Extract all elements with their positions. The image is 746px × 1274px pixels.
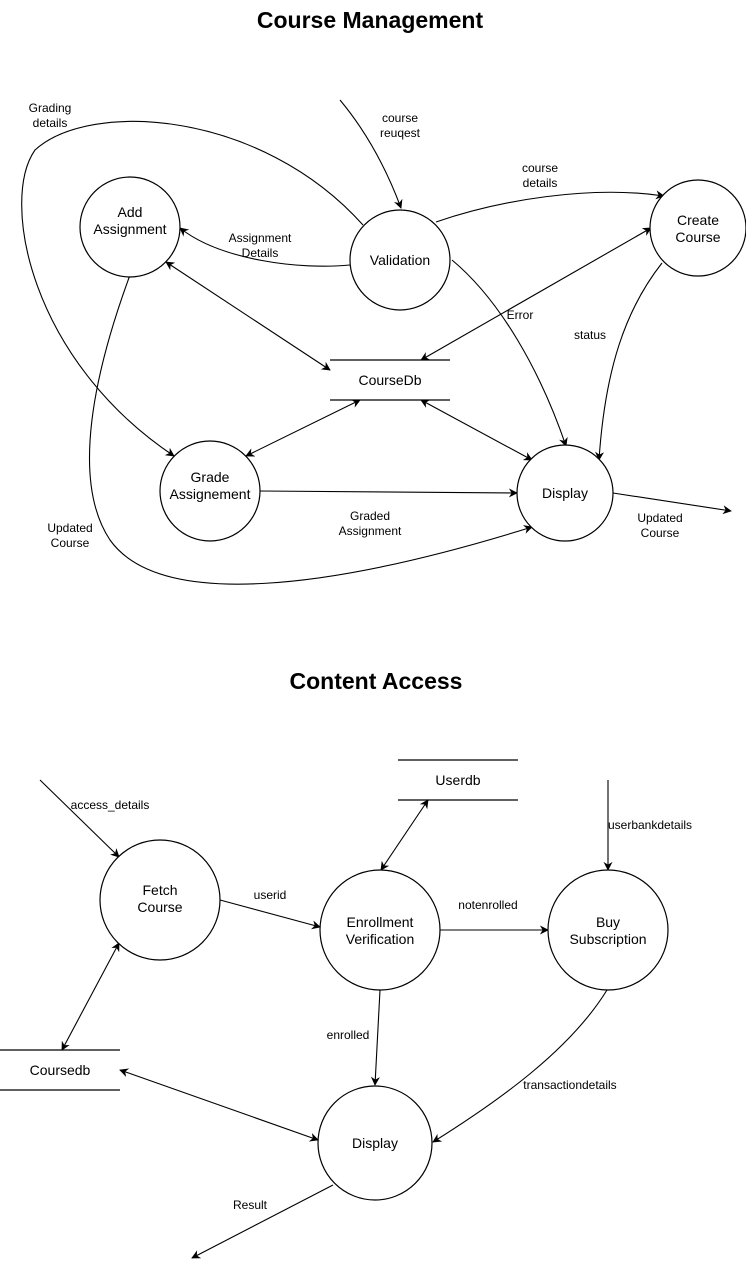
label-updated-course-out: Updated Course	[637, 511, 682, 540]
svg-text:Enrollment: Enrollment	[347, 914, 414, 930]
process-buy-subscription: Buy Subscription	[547, 869, 669, 991]
svg-text:Userdb: Userdb	[435, 772, 480, 788]
label-notenrolled: notenrolled	[458, 898, 517, 912]
process-create-course: Create Course	[649, 179, 746, 277]
flow-coursedb-display	[420, 399, 533, 461]
store-userdb: Userdb	[398, 759, 518, 801]
svg-text:Grade: Grade	[191, 469, 230, 485]
svg-text:Graded: Graded	[350, 509, 390, 523]
flow-grading-details	[21, 120, 364, 457]
flow-updated-course-loop	[88, 274, 533, 585]
svg-text:status: status	[574, 328, 606, 342]
flow-updated-course-out	[612, 492, 732, 515]
flow-status	[595, 262, 663, 461]
process-display-course: Display	[516, 444, 614, 542]
label-course-details: course details	[522, 161, 558, 190]
flow-error	[420, 227, 652, 361]
label-enrolled: enrolled	[327, 1028, 370, 1042]
svg-text:Assignement: Assignement	[170, 486, 251, 502]
svg-text:Validation: Validation	[370, 252, 430, 268]
store-coursedb-content: Coursedb	[0, 1049, 120, 1091]
label-transactiondetails: transactiondetails	[523, 1078, 616, 1092]
process-grade-assignment: Grade Assignement	[159, 440, 261, 542]
svg-text:Verification: Verification	[346, 931, 414, 947]
label-assignment-details: Assignment Details	[229, 231, 292, 260]
svg-text:Coursedb: Coursedb	[30, 1062, 91, 1078]
flow-userid	[219, 899, 321, 930]
flow-transactiondetails	[432, 989, 608, 1143]
process-enrollment-verification: Enrollment Verification	[319, 869, 441, 991]
flow-validation-to-display	[451, 259, 568, 447]
label-error: Error	[507, 308, 534, 322]
label-userbankdetails: userbankdetails	[608, 818, 692, 832]
process-add-assignment: Add Assignment	[79, 176, 181, 278]
svg-text:Updated: Updated	[47, 521, 92, 535]
svg-text:Buy: Buy	[596, 914, 620, 930]
flow-addassignment-coursedb	[165, 261, 331, 371]
svg-text:Fetch: Fetch	[142, 882, 177, 898]
svg-text:Display: Display	[542, 485, 588, 501]
svg-text:Details: Details	[242, 246, 279, 260]
svg-text:Updated: Updated	[637, 511, 682, 525]
flow-enrolled	[370, 989, 381, 1086]
store-coursedb: CourseDb	[330, 359, 450, 401]
flow-fetch-coursedb	[61, 942, 120, 1051]
flow-course-request	[339, 99, 403, 209]
flow-coursedb-grade	[245, 399, 361, 457]
svg-text:course: course	[382, 111, 418, 125]
flow-userdb-enrollment	[380, 799, 429, 871]
label-userid: userid	[254, 888, 287, 902]
svg-text:details: details	[523, 176, 558, 190]
svg-text:reuqest: reuqest	[380, 126, 421, 140]
flow-access-details	[39, 779, 120, 858]
svg-text:Assignment: Assignment	[339, 524, 402, 538]
process-validation: Validation	[349, 209, 451, 311]
label-result: Result	[233, 1198, 268, 1212]
label-status: status	[574, 328, 606, 342]
flow-result	[191, 1184, 334, 1259]
svg-text:CourseDb: CourseDb	[358, 372, 421, 388]
label-course-request: course reuqest	[380, 111, 421, 140]
svg-text:Subscription: Subscription	[569, 931, 646, 947]
section-title-content-access: Content Access	[290, 668, 463, 694]
svg-text:Course: Course	[51, 536, 90, 550]
svg-text:Create: Create	[677, 212, 719, 228]
svg-text:Assignment: Assignment	[93, 221, 166, 237]
label-access-details: access_details	[71, 798, 150, 812]
svg-text:Add: Add	[118, 204, 143, 220]
label-updated-course-left: Updated Course	[47, 521, 92, 550]
svg-text:Course: Course	[675, 229, 720, 245]
section-title-course-management: Course Management	[257, 7, 484, 33]
svg-text:Assignment: Assignment	[229, 231, 292, 245]
svg-text:Course: Course	[641, 526, 680, 540]
svg-text:details: details	[33, 116, 68, 130]
label-grading-details: Grading details	[29, 101, 72, 130]
svg-text:Grading: Grading	[29, 101, 72, 115]
label-graded-assignment: Graded Assignment	[339, 509, 402, 538]
svg-text:Error: Error	[507, 308, 534, 322]
svg-text:course: course	[522, 161, 558, 175]
process-fetch-course: Fetch Course	[99, 839, 221, 961]
svg-text:Display: Display	[352, 1135, 398, 1151]
svg-text:Course: Course	[137, 899, 182, 915]
flow-course-details	[435, 190, 665, 223]
process-display-content: Display	[317, 1085, 433, 1201]
flow-assignment-details	[179, 227, 351, 267]
flow-coursedb-display	[119, 1068, 319, 1142]
flow-graded-assignment	[259, 488, 518, 498]
